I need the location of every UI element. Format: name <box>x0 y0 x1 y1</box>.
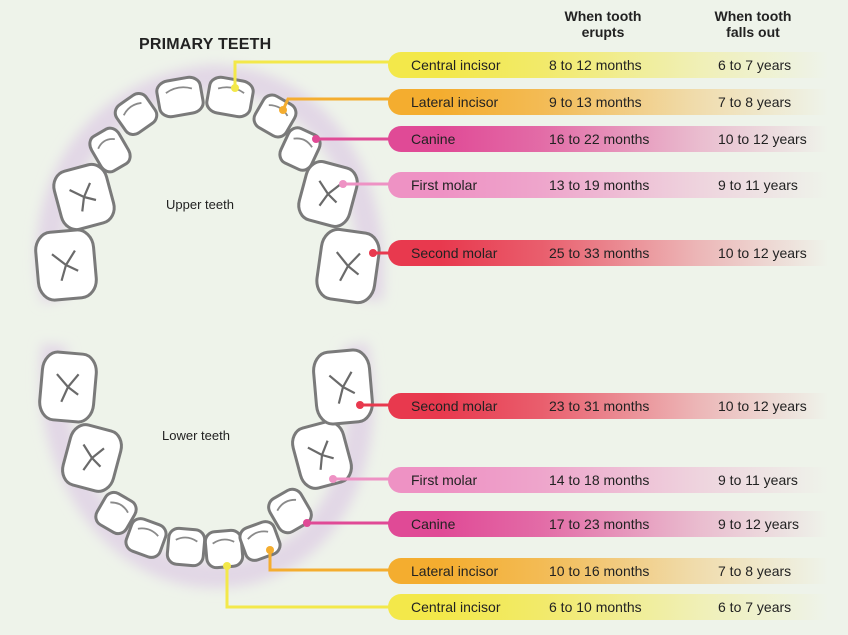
erupts-value: 8 to 12 months <box>549 57 642 73</box>
erupts-value: 17 to 23 months <box>549 516 650 532</box>
falls-out-value: 9 to 12 years <box>718 516 799 532</box>
erupts-value: 9 to 13 months <box>549 94 642 110</box>
falls-out-value: 10 to 12 years <box>718 398 807 414</box>
lower-arch-glow <box>40 342 374 589</box>
upper-lateral-incisor-leader <box>281 97 392 111</box>
tooth-name: Lateral incisor <box>411 563 499 579</box>
upper-lateral-incisor-row: Lateral incisor 9 to 13 months 7 to 8 ye… <box>388 89 828 115</box>
falls-out-value: 9 to 11 years <box>718 177 798 193</box>
upper-second-molar-leader-dot <box>369 249 377 257</box>
erupts-value: 10 to 16 months <box>549 563 650 579</box>
falls-out-value: 9 to 11 years <box>718 472 798 488</box>
tooth-name: Lateral incisor <box>411 94 499 110</box>
tooth-name: Second molar <box>411 245 498 261</box>
lower-right-central-incisor-tooth <box>203 528 245 570</box>
lower-lateral-incisor-leader <box>268 550 392 572</box>
upper-arch-glow <box>36 64 384 304</box>
upper-central-incisor-leader <box>233 60 392 88</box>
lower-right-first-molar-tooth <box>291 420 353 490</box>
lower-left-lateral-incisor-tooth <box>124 517 168 559</box>
falls-out-value: 10 to 12 years <box>718 245 807 261</box>
upper-right-second-molar-tooth <box>315 227 381 305</box>
upper-left-canine-tooth <box>88 126 132 174</box>
falls-out-value: 6 to 7 years <box>718 57 792 73</box>
lower-right-second-molar-tooth <box>312 348 374 426</box>
upper-first-molar-row: First molar 13 to 19 months 9 to 11 year… <box>388 172 828 198</box>
lower-first-molar-row: First molar 14 to 18 months 9 to 11 year… <box>388 467 828 493</box>
upper-canine-leader-dot <box>312 135 320 143</box>
upper-right-first-molar-tooth <box>297 160 359 228</box>
upper-right-canine-tooth <box>278 126 322 172</box>
tooth-name: Second molar <box>411 398 498 414</box>
lower-teeth-label: Lower teeth <box>162 428 230 443</box>
tooth-name: Central incisor <box>411 57 501 73</box>
falls-out-value: 10 to 12 years <box>718 131 807 147</box>
lower-lateral-incisor-row: Lateral incisor 10 to 16 months 7 to 8 y… <box>388 558 828 584</box>
erupts-value: 25 to 33 months <box>549 245 650 261</box>
upper-central-incisor-row: Central incisor 8 to 12 months 6 to 7 ye… <box>388 52 828 78</box>
lower-canine-leader-dot <box>303 519 311 527</box>
lower-lateral-incisor-leader-dot <box>266 546 274 554</box>
erupts-value: 13 to 19 months <box>549 177 650 193</box>
lower-left-canine-tooth <box>94 490 138 536</box>
lower-central-incisor-row: Central incisor 6 to 10 months 6 to 7 ye… <box>388 594 828 620</box>
falls-out-value: 6 to 7 years <box>718 599 792 615</box>
upper-left-first-molar-tooth <box>52 162 116 232</box>
upper-second-molar-row: Second molar 25 to 33 months 10 to 12 ye… <box>388 240 828 266</box>
upper-left-second-molar-tooth <box>34 228 98 302</box>
falls-out-header-line2: falls out <box>726 24 780 40</box>
lower-central-incisor-leader <box>225 566 392 609</box>
erupts-header-line1: When tooth <box>564 8 642 24</box>
page-title: PRIMARY TEETH <box>139 36 272 53</box>
falls-out-header-line1: When tooth <box>714 8 792 24</box>
upper-canine-row: Canine 16 to 22 months 10 to 12 years <box>388 126 828 152</box>
upper-central-incisor-leader-dot <box>231 84 239 92</box>
upper-lateral-incisor-leader-dot <box>279 106 287 114</box>
tooth-name: Central incisor <box>411 599 501 615</box>
lower-second-molar-row: Second molar 23 to 31 months 10 to 12 ye… <box>388 393 828 419</box>
lower-central-incisor-leader-dot <box>223 562 231 570</box>
lower-right-canine-tooth <box>267 487 313 535</box>
lower-first-molar-leader-dot <box>329 475 337 483</box>
lower-second-molar-leader-dot <box>356 401 364 409</box>
falls-out-header: When tooth falls out <box>688 8 818 40</box>
lower-left-central-incisor-tooth <box>165 526 207 568</box>
erupts-header-line2: erupts <box>581 24 625 40</box>
tooth-name: First molar <box>411 472 478 488</box>
lower-left-second-molar-tooth <box>38 350 98 424</box>
tooth-name: First molar <box>411 177 478 193</box>
upper-first-molar-leader-dot <box>339 180 347 188</box>
upper-teeth-label: Upper teeth <box>166 197 234 212</box>
lower-canine-row: Canine 17 to 23 months 9 to 12 years <box>388 511 828 537</box>
upper-left-lateral-incisor-tooth <box>113 92 159 136</box>
erupts-value: 6 to 10 months <box>549 599 642 615</box>
erupts-value: 14 to 18 months <box>549 472 650 488</box>
upper-left-central-incisor-tooth <box>155 75 205 119</box>
lower-left-first-molar-tooth <box>61 423 123 493</box>
erupts-value: 23 to 31 months <box>549 398 650 414</box>
erupts-value: 16 to 22 months <box>549 131 650 147</box>
tooth-name: Canine <box>411 516 456 532</box>
falls-out-value: 7 to 8 years <box>718 563 792 579</box>
tooth-name: Canine <box>411 131 456 147</box>
erupts-header: When tooth erupts <box>538 8 668 40</box>
upper-right-central-incisor-tooth <box>205 75 255 119</box>
falls-out-value: 7 to 8 years <box>718 94 792 110</box>
